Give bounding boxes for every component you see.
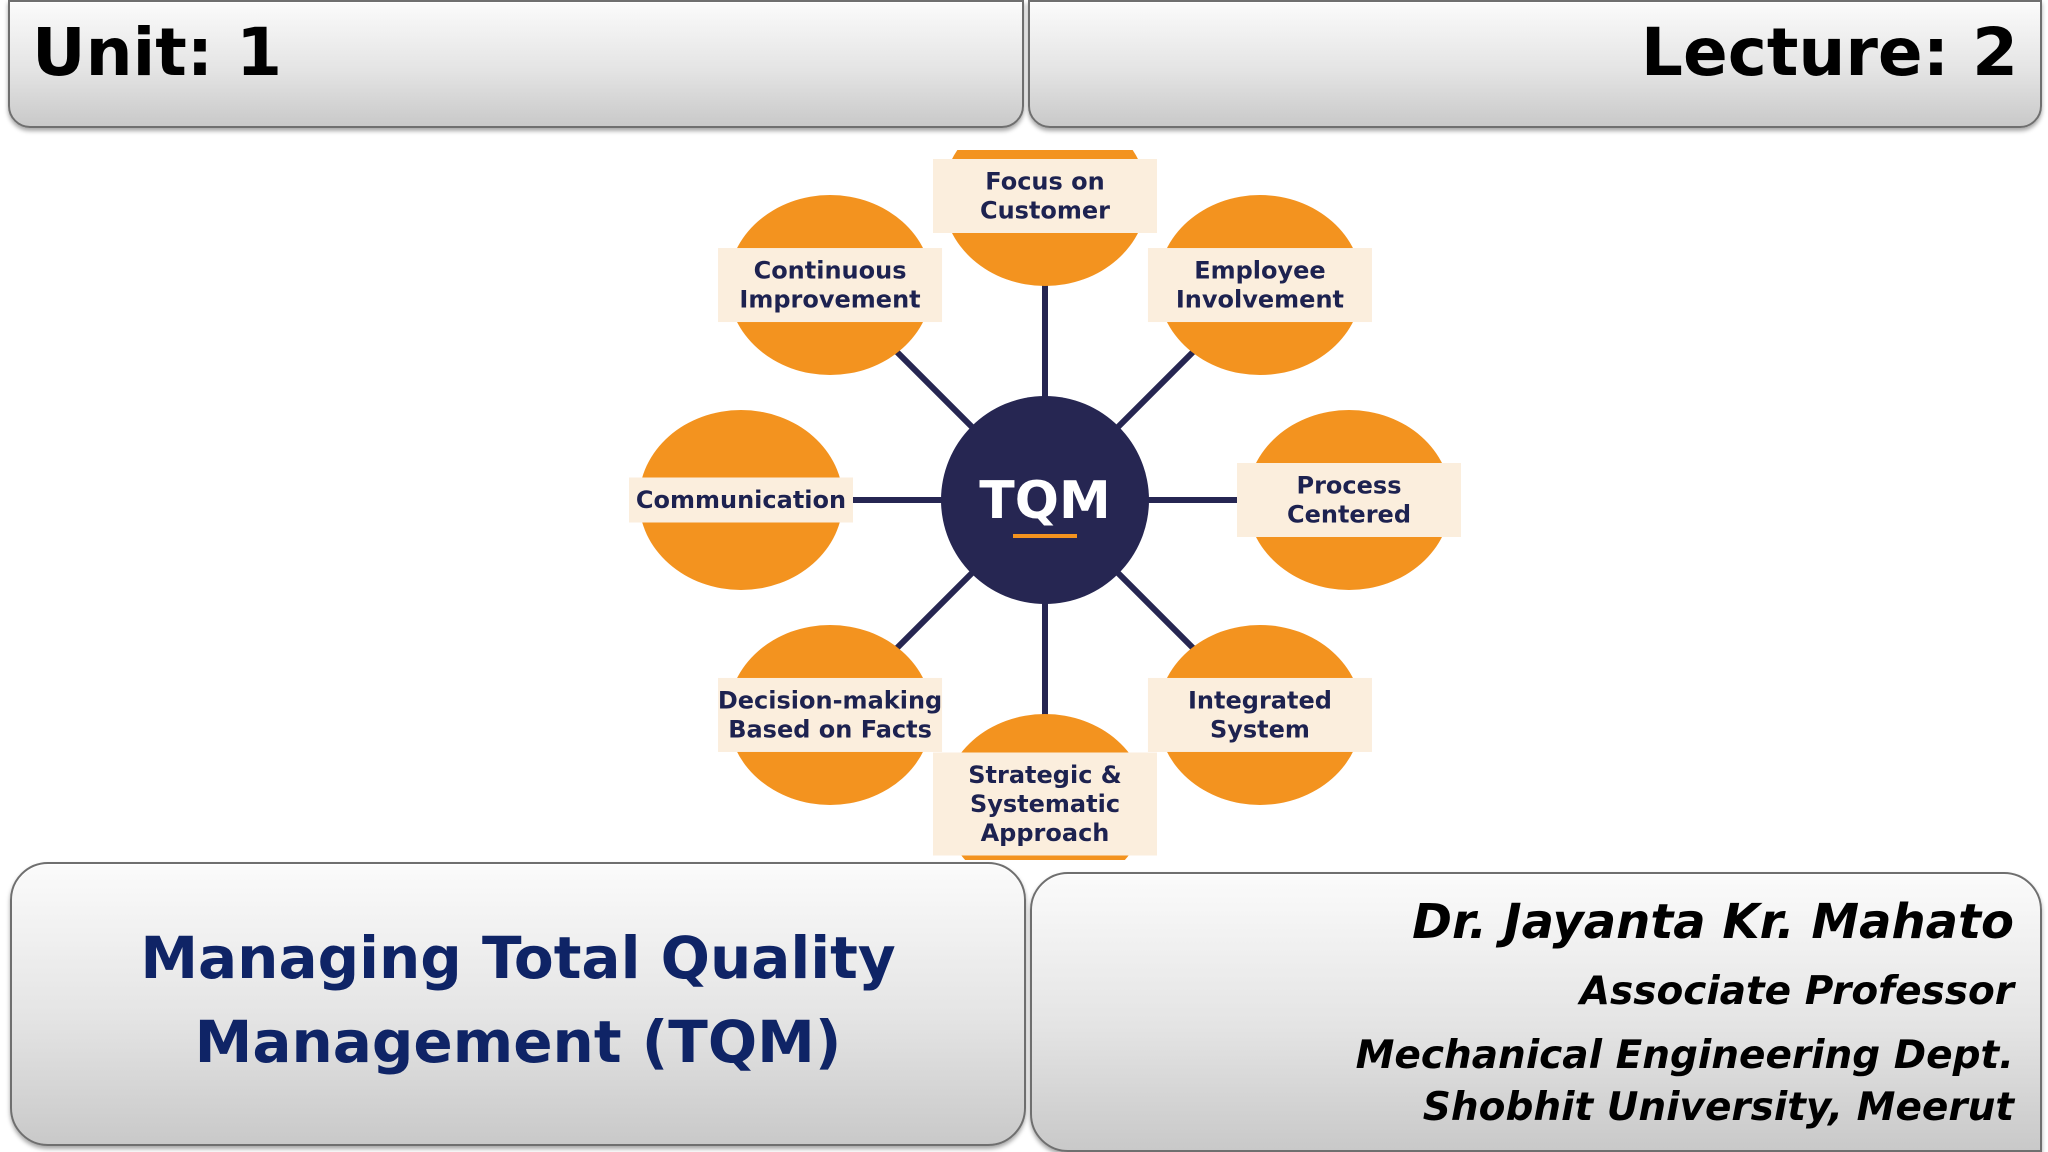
node-label-line: Process (1297, 472, 1402, 500)
node-label-band (718, 677, 943, 752)
tqm-center-circle (941, 396, 1149, 604)
node-label-line: System (1210, 715, 1310, 743)
unit-label: Unit: 1 (32, 14, 283, 91)
author-name: Dr. Jayanta Kr. Mahato (1412, 894, 2014, 950)
node-label-line: Focus on (985, 168, 1104, 196)
title-panel: Managing Total Quality Management (TQM) (10, 862, 1026, 1146)
node-label-line: Systematic (970, 790, 1120, 818)
node-label-line: Strategic & (968, 761, 1121, 789)
tqm-center-label: TQM (979, 471, 1110, 531)
node-label-line: Involvement (1176, 286, 1344, 314)
node-label-line: Approach (981, 819, 1110, 847)
lecture-header-panel: Lecture: 2 (1028, 0, 2042, 128)
tqm-center: TQM (941, 396, 1149, 604)
node-label-line: Decision-making (718, 686, 942, 714)
author-department: Mechanical Engineering Dept. (1355, 1033, 2014, 1078)
node-label-band (629, 477, 853, 523)
node-label-line: Based on Facts (728, 715, 932, 743)
node-label-line: Integrated (1188, 686, 1332, 714)
author-role: Associate Professor (1579, 969, 2014, 1014)
slide-title: Managing Total Quality Management (TQM) (12, 916, 1024, 1084)
unit-header-panel: Unit: 1 (8, 0, 1024, 128)
slide-title-line-2: Management (TQM) (194, 1008, 842, 1076)
tqm-diagram: Focus onCustomerEmployeeInvolvementProce… (629, 150, 1461, 860)
node-label-band (1147, 677, 1372, 752)
author-panel: Dr. Jayanta Kr. Mahato Associate Profess… (1030, 872, 2042, 1152)
node-label-line: Centered (1287, 501, 1411, 529)
node-label-line: Customer (980, 197, 1110, 225)
node-label-band (933, 752, 1157, 856)
node-label-band (718, 248, 943, 323)
node-communication: Communication (629, 410, 853, 590)
author-university: Shobhit University, Meerut (1422, 1085, 2014, 1130)
node-label-line: Improvement (739, 286, 920, 314)
slide-title-line-1: Managing Total Quality (140, 924, 896, 992)
node-label-band (933, 159, 1157, 233)
lecture-label: Lecture: 2 (1640, 14, 2018, 91)
node-label-line: Continuous (754, 257, 907, 285)
node-label-line: Employee (1194, 257, 1326, 285)
node-label-line: Communication (636, 486, 846, 514)
node-label-band (1237, 463, 1461, 537)
node-label-band (1147, 248, 1372, 323)
